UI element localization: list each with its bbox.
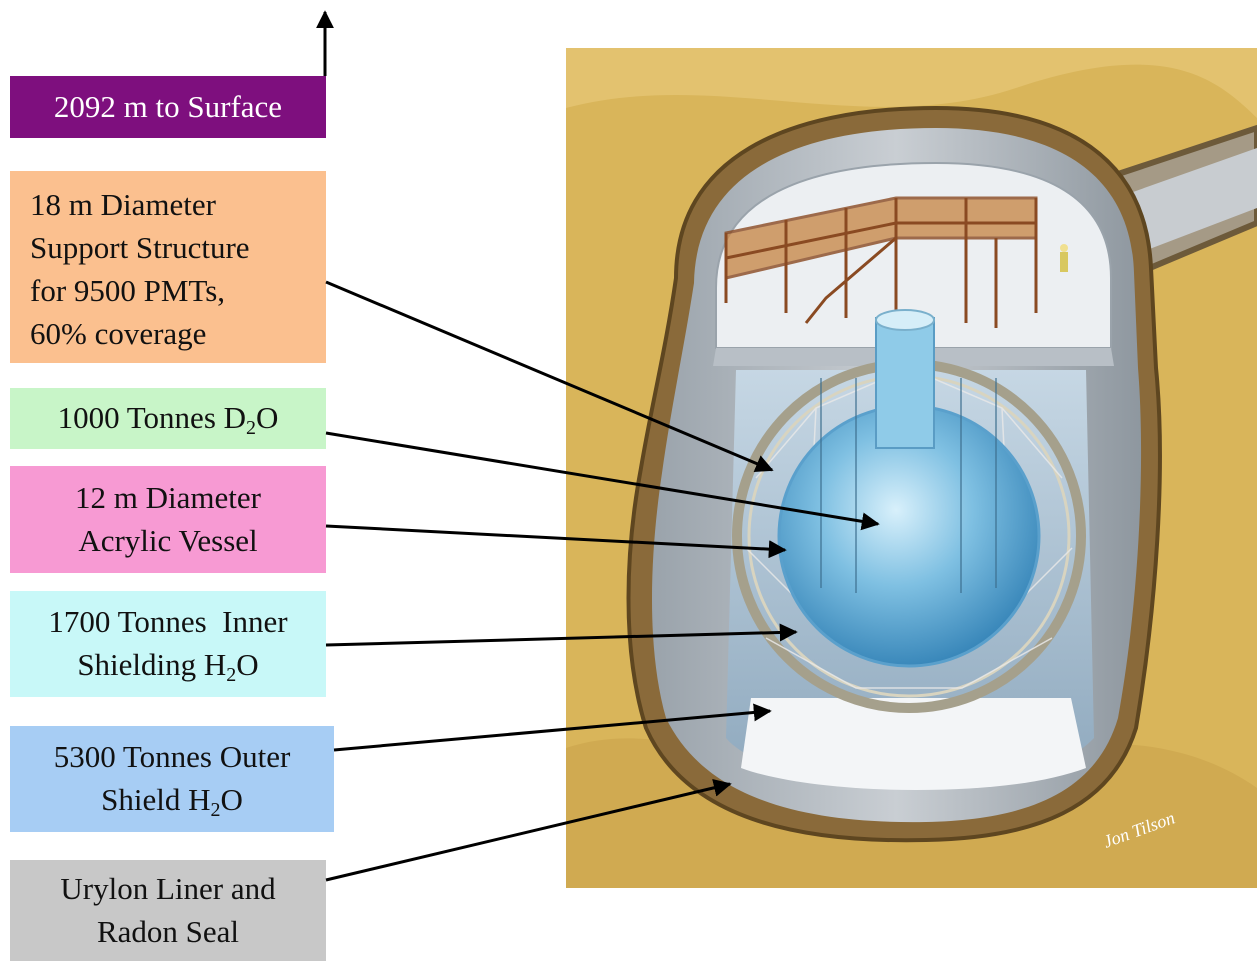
arrow-urylon-liner bbox=[326, 784, 730, 880]
arrow-outer-shield bbox=[334, 711, 770, 750]
arrow-support-structure bbox=[326, 282, 772, 470]
arrow-heavy-water bbox=[326, 433, 878, 524]
arrow-acrylic-vessel bbox=[326, 526, 785, 550]
arrow-inner-shielding bbox=[326, 632, 796, 645]
